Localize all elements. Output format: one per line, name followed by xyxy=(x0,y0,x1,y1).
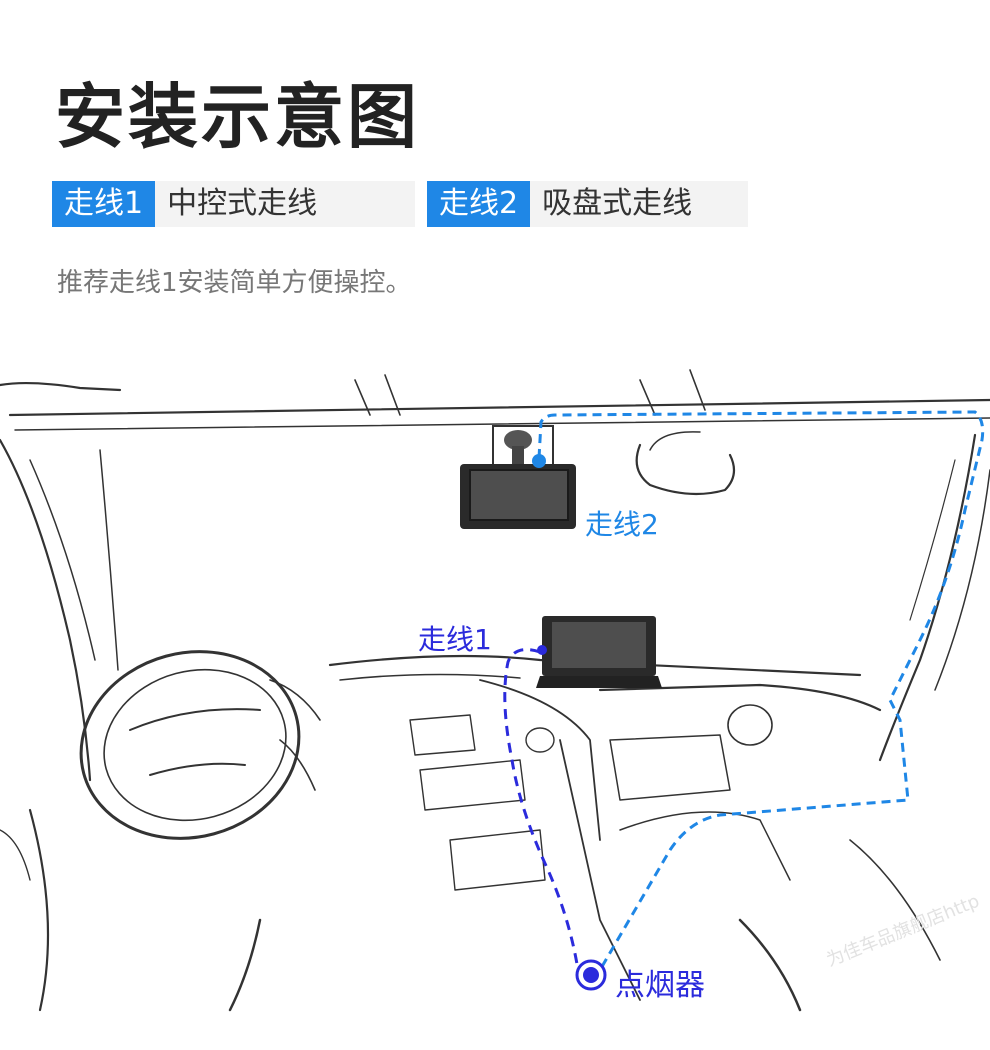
page-title: 安装示意图 xyxy=(55,76,420,158)
recommendation-note: 推荐走线1安装简单方便操控。 xyxy=(57,268,412,298)
suction-mount-monitor xyxy=(460,425,576,529)
route-1-badge: 走线1 xyxy=(52,181,156,227)
cabin-diagram: 走线2 走线1 点烟器 为佳车品旗舰店http xyxy=(0,360,990,1050)
cabin-outline xyxy=(0,369,990,1012)
route-2-path xyxy=(537,410,985,971)
cigarette-lighter-label: 点烟器 xyxy=(615,968,705,1003)
route-2-description: 吸盘式走线 xyxy=(530,181,749,227)
cigarette-lighter-socket xyxy=(575,959,607,991)
route-2-label: 走线2 xyxy=(585,508,659,541)
route-1-label: 走线1 xyxy=(418,623,492,656)
route-tag-1: 走线1 中控式走线 xyxy=(52,181,416,227)
dashboard-monitor xyxy=(536,616,662,688)
route-1-description: 中控式走线 xyxy=(155,181,416,227)
route-1-path xyxy=(503,648,580,971)
cabin-line-drawing xyxy=(0,369,990,1012)
route-2-badge: 走线2 xyxy=(427,181,531,227)
route-tag-2: 走线2 吸盘式走线 xyxy=(427,181,749,227)
